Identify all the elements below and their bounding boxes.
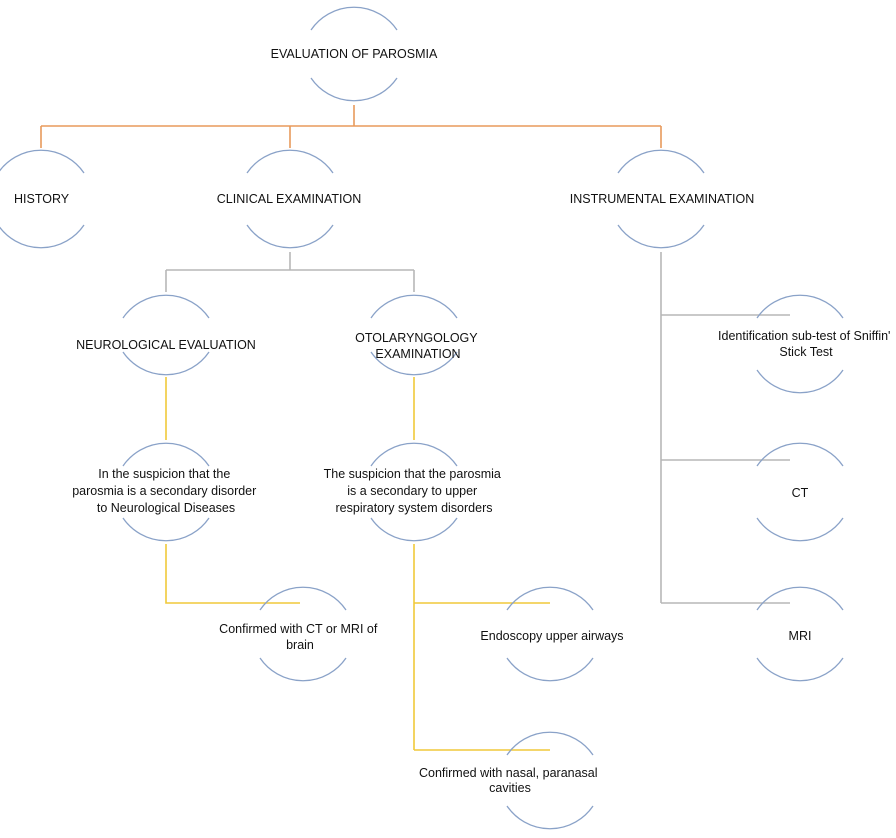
oto-label: OTOLARYNGOLOGY EXAMINATION: [355, 331, 481, 361]
connector-root-to-level1: [40, 105, 662, 148]
oto-node-ring: [370, 294, 458, 376]
endoscopy-node-ring: [506, 586, 594, 682]
root-node-ring: [310, 6, 398, 102]
instrumental-label: INSTRUMENTAL EXAMINATION: [570, 192, 755, 206]
mri-label: MRI: [789, 629, 812, 643]
neuro-suspicion-label: In the suspicion that the parosmia is a …: [72, 467, 260, 515]
root-title: EVALUATION OF PAROSMIA: [271, 47, 438, 61]
ct-label: CT: [792, 486, 809, 500]
mri-node-ring: [756, 586, 844, 682]
oto-suspicion-label: The suspicion that the parosmia is a sec…: [324, 467, 505, 515]
clinical-node-ring: [246, 149, 334, 249]
connector-neuro-chain: [165, 377, 300, 604]
instrumental-node-ring: [617, 149, 705, 249]
neuro-confirm-node-ring: [259, 586, 347, 682]
connector-oto-chain: [413, 377, 550, 751]
ct-node-ring: [756, 442, 844, 542]
connectors: [40, 105, 790, 751]
neuro-confirm-label: Confirmed with CT or MRI of brain: [219, 622, 381, 652]
neuro-suspicion-node-ring: [122, 442, 210, 542]
clinical-label: CLINICAL EXAMINATION: [217, 192, 361, 206]
connector-instrumental-to-tests: [660, 252, 790, 604]
endoscopy-label: Endoscopy upper airways: [480, 629, 623, 643]
node-arcs: [0, 6, 844, 830]
neuro-node-ring: [122, 294, 210, 376]
oto-suspicion-node-ring: [370, 442, 458, 542]
node-labels: EVALUATION OF PAROSMIA HISTORY CLINICAL …: [14, 47, 894, 795]
neuro-label: NEUROLOGICAL EVALUATION: [76, 338, 256, 352]
connector-clinical-to-children: [165, 252, 415, 292]
nasal-label: Confirmed with nasal, paranasal cavities: [419, 766, 601, 795]
nasal-node-ring: [506, 731, 594, 830]
history-node-ring: [0, 149, 85, 249]
sniffin-label: Identification sub-test of Sniffin' Stic…: [718, 329, 894, 359]
sniffin-node-ring: [756, 294, 844, 394]
history-label: HISTORY: [14, 192, 70, 206]
